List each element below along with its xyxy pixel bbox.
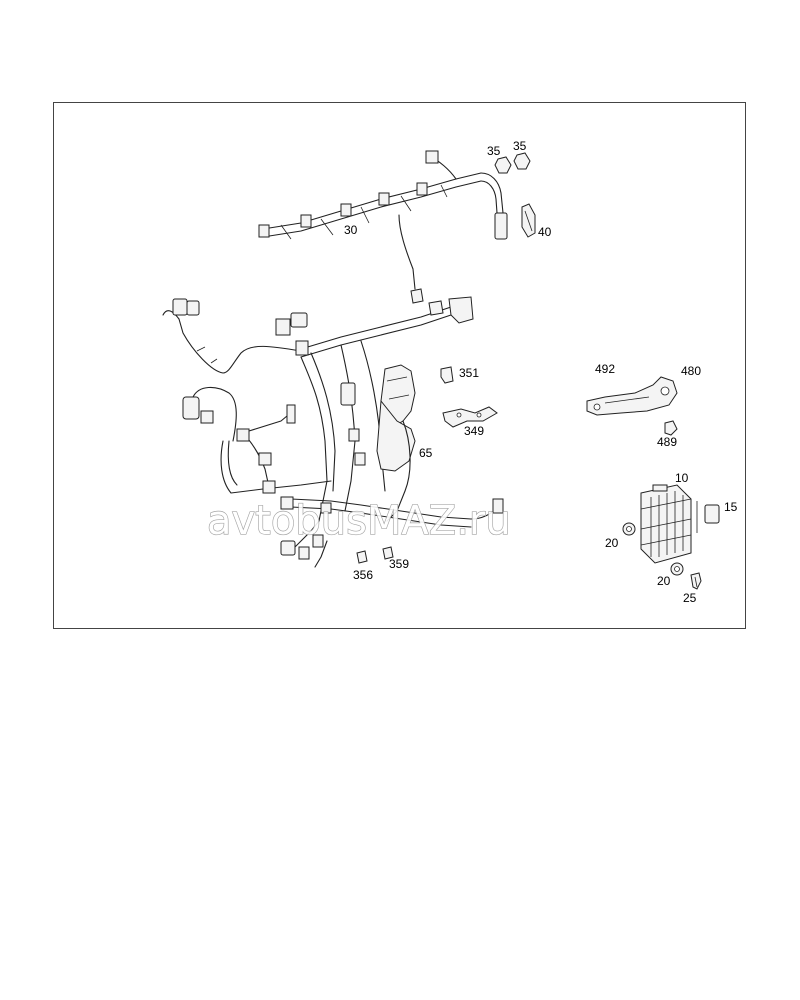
callout-359: 359 — [389, 557, 409, 571]
watermark: avtobusMAZ.ru — [207, 498, 511, 544]
callout-65: 65 — [419, 446, 433, 460]
callout-20-a: 20 — [605, 536, 619, 550]
plug-15 — [696, 501, 720, 533]
callout-351: 351 — [459, 366, 479, 380]
diagram-frame: 35 35 40 30 351 349 65 492 480 489 10 15… — [53, 102, 746, 629]
part-359 — [382, 546, 394, 560]
callout-489: 489 — [657, 435, 677, 449]
seal-35-a — [494, 156, 512, 174]
part-349 — [442, 406, 498, 428]
callout-35-a: 35 — [487, 144, 501, 158]
callout-20-b: 20 — [657, 574, 671, 588]
callout-480: 480 — [681, 364, 701, 378]
grommet-20-b — [670, 562, 684, 576]
callout-492: 492 — [595, 362, 615, 376]
harness-30 — [258, 150, 508, 290]
callout-25: 25 — [683, 591, 697, 605]
screw-25 — [690, 572, 702, 590]
grommet-20-a — [622, 522, 636, 536]
callout-35-b: 35 — [513, 139, 527, 153]
seal-35-b — [513, 152, 531, 170]
harness-65 — [162, 288, 504, 568]
part-356 — [356, 550, 368, 564]
callout-356: 356 — [353, 568, 373, 582]
callout-40: 40 — [538, 225, 552, 239]
part-351 — [440, 366, 454, 384]
bracket-480 — [586, 376, 678, 416]
callout-10: 10 — [675, 471, 689, 485]
part-40 — [521, 203, 536, 238]
callout-15: 15 — [724, 500, 738, 514]
callout-349: 349 — [464, 424, 484, 438]
control-unit-10 — [640, 484, 692, 564]
callout-30: 30 — [344, 223, 358, 237]
wiring-harness-diagram: 35 35 40 30 351 349 65 492 480 489 10 15… — [162, 139, 738, 605]
bolt-489 — [664, 420, 678, 436]
